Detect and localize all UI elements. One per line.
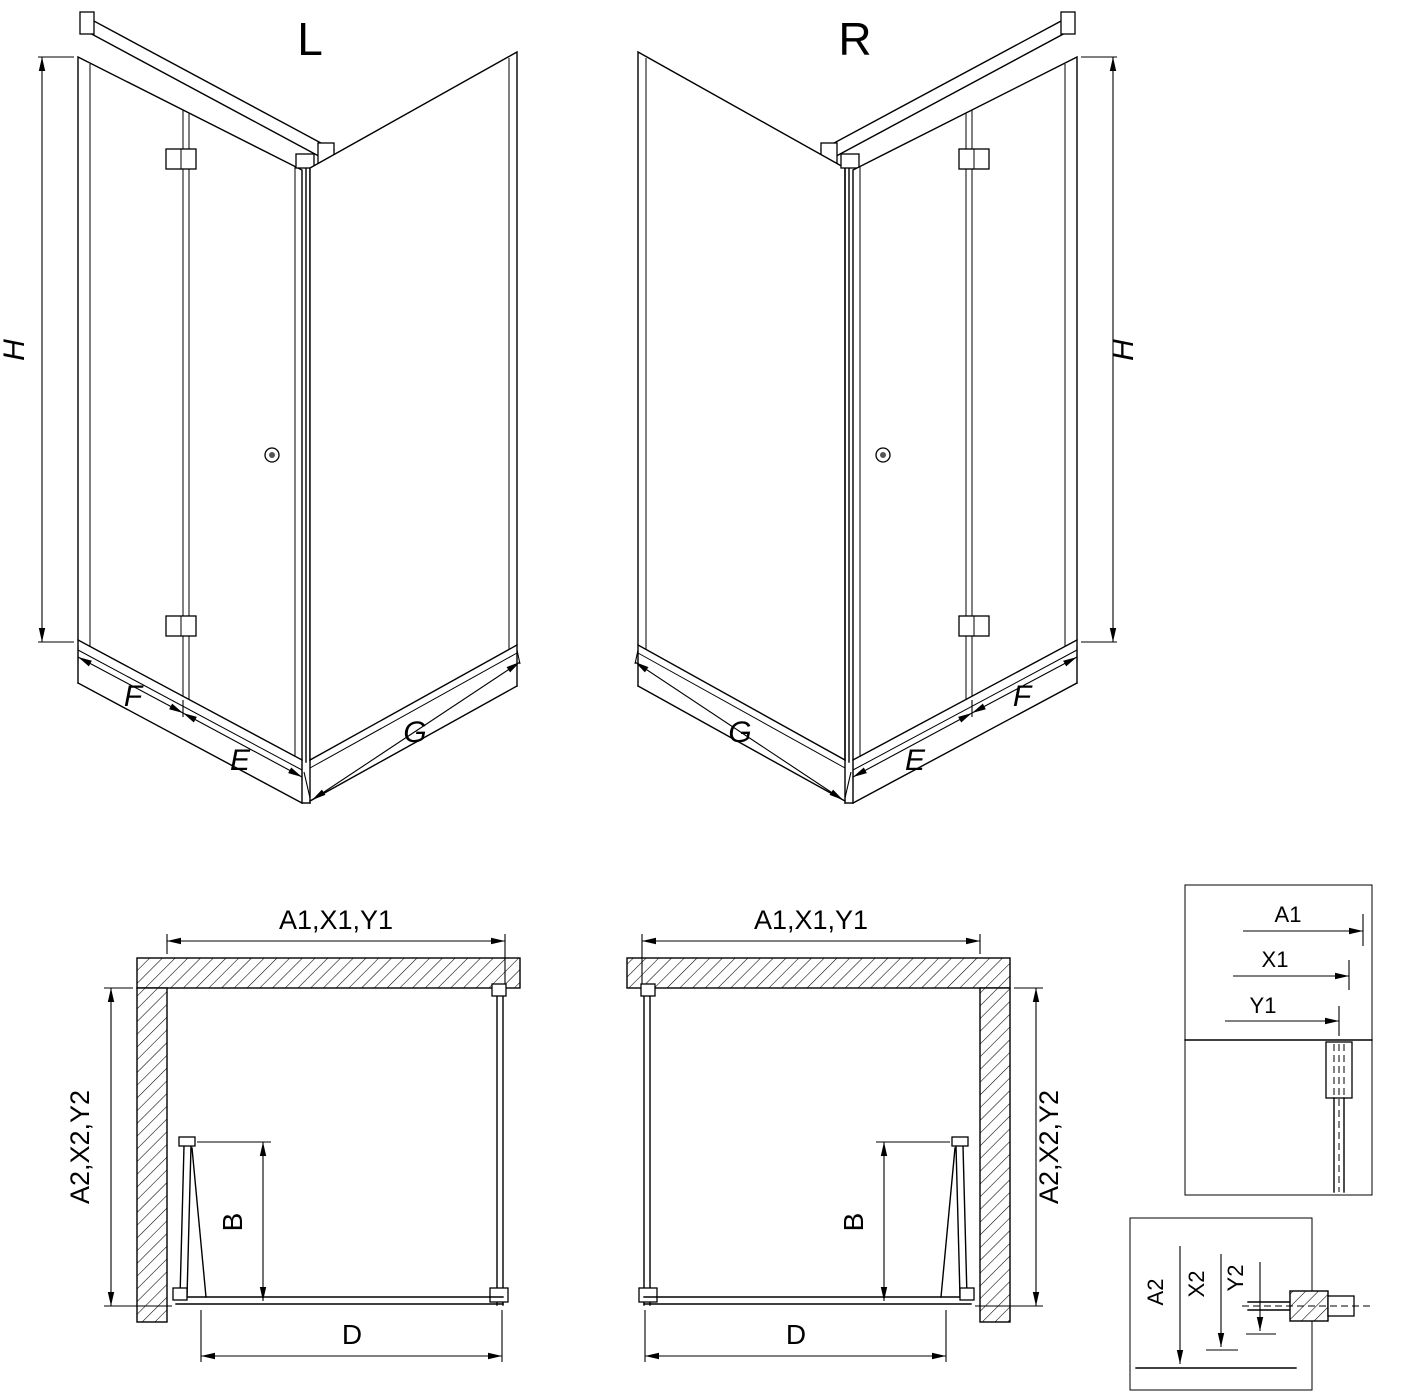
door-knob-right <box>875 447 891 463</box>
wall-top-right-plan <box>626 957 1011 989</box>
door-hinge-top-right <box>958 148 990 170</box>
folded-door-plan-left <box>172 1136 207 1301</box>
bottom-track-plan-left <box>175 1296 504 1305</box>
variant-label-right: R <box>838 13 871 65</box>
dimension-height-right: H <box>1081 56 1140 643</box>
dim-label-y1: Y1 <box>1250 993 1277 1018</box>
door-hinge-top-left <box>165 148 197 170</box>
dimension-a1: A1 <box>1243 902 1364 946</box>
dim-label-base-plan-left: D <box>342 1319 362 1350</box>
door-knob-left <box>264 447 280 463</box>
dim-label-g-right: G <box>728 716 751 749</box>
dimension-door-plan-right: B <box>838 1141 950 1301</box>
dimension-door-plan-left: B <box>197 1141 271 1301</box>
dim-label-depth-plan-left: A2,X2,Y2 <box>65 1090 95 1204</box>
detail-view-bottom: A2 X2 Y2 <box>1129 1217 1374 1391</box>
iso-view-right: R <box>634 11 1140 804</box>
dim-label-base-plan-right: D <box>786 1319 806 1350</box>
glass-profile-section-top <box>1325 1041 1353 1193</box>
dimension-x2: X2 <box>1184 1254 1238 1351</box>
side-wall-glass-right <box>637 50 846 762</box>
dim-label-h-right: H <box>1107 339 1140 361</box>
dim-label-a1: A1 <box>1275 902 1302 927</box>
door-hinge-bottom-right <box>958 615 990 637</box>
corner-post-right <box>840 153 860 763</box>
door-hinge-bottom-left <box>165 615 197 637</box>
dim-label-x1: X1 <box>1262 947 1289 972</box>
dimension-depth-plan-left: A2,X2,Y2 <box>65 987 172 1307</box>
dim-label-x2: X2 <box>1184 1271 1209 1298</box>
detail-view-top: A1 X1 Y1 <box>1184 884 1373 1196</box>
dim-label-depth-plan-right: A2,X2,Y2 <box>1034 1090 1064 1204</box>
dimension-front-chain-right: F E <box>852 646 1078 781</box>
top-support-bar-left <box>79 11 335 164</box>
dim-label-y2: Y2 <box>1223 1265 1248 1292</box>
plan-view-right: A1,X1,Y1 A2,X2,Y2 B D <box>626 905 1064 1362</box>
dimension-front-chain-left: F E <box>77 646 303 781</box>
dimension-side-left: G <box>303 649 521 801</box>
side-glass-plan-left <box>489 983 509 1306</box>
dim-label-e-left: E <box>230 744 251 777</box>
wall-side-left-plan <box>136 987 168 1323</box>
dimension-side-right: G <box>634 649 852 801</box>
dimension-y2: Y2 <box>1223 1262 1276 1335</box>
dimension-base-plan-right: D <box>644 1310 947 1362</box>
wall-side-right-plan <box>979 987 1011 1323</box>
dim-label-f-left: F <box>124 680 144 713</box>
folded-door-plan-right <box>940 1136 975 1301</box>
dim-label-width-plan-right: A1,X1,Y1 <box>754 905 868 935</box>
side-glass-plan-right <box>638 983 658 1306</box>
dim-label-a2: A2 <box>1143 1279 1168 1306</box>
dimension-x1: X1 <box>1233 947 1350 990</box>
dim-label-h-left: H <box>0 339 31 361</box>
variant-label-left: L <box>297 13 323 65</box>
wall-top-left-plan <box>136 957 521 989</box>
bottom-track-plan-right <box>643 1296 972 1305</box>
dim-label-door-plan-left: B <box>217 1213 248 1232</box>
dim-label-g-left: G <box>403 716 426 749</box>
plan-view-left: A1,X1,Y1 A2,X2,Y2 B D <box>65 905 521 1362</box>
dimension-width-plan-left: A1,X1,Y1 <box>166 905 506 984</box>
dimension-a2: A2 <box>1143 1246 1184 1364</box>
dim-label-e-right: E <box>905 744 926 777</box>
dimension-height-left: H <box>0 56 74 643</box>
dimension-base-plan-left: D <box>200 1310 503 1362</box>
dimension-width-plan-right: A1,X1,Y1 <box>641 905 981 984</box>
dim-label-door-plan-right: B <box>838 1213 869 1232</box>
glass-profile-section-bottom <box>1242 1290 1374 1322</box>
side-wall-glass-left <box>309 50 518 762</box>
dim-label-f-right: F <box>1013 680 1033 713</box>
dim-label-width-plan-left: A1,X1,Y1 <box>279 905 393 935</box>
dimension-depth-plan-right: A2,X2,Y2 <box>975 987 1064 1307</box>
dimension-y1: Y1 <box>1225 993 1340 1036</box>
iso-view-left: L <box>0 11 521 804</box>
door-wall-glass-right <box>852 55 1078 762</box>
